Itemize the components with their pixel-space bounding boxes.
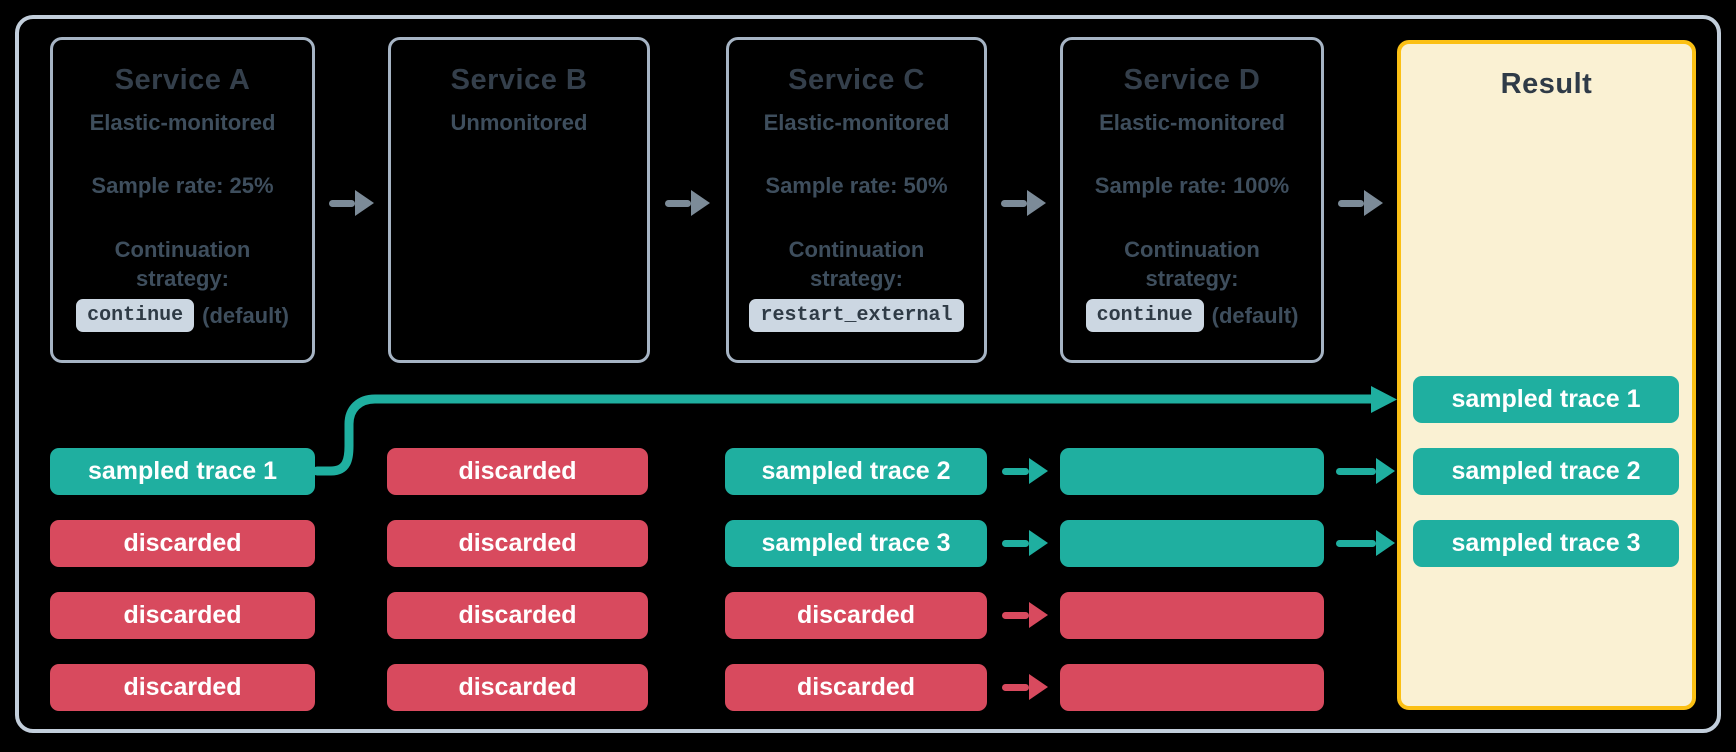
service-b-title: Service B	[450, 64, 588, 96]
result-box: Result	[1397, 40, 1696, 710]
trace-pill-a-1: sampled trace 1	[50, 448, 315, 495]
trace-pill-b-4: discarded	[387, 664, 648, 711]
service-a-chip-row: continue (default)	[76, 299, 289, 332]
trace-pill-b-2: discarded	[387, 520, 648, 567]
trace-pill-d-1	[1060, 448, 1324, 495]
trace-pill-c-1: sampled trace 2	[725, 448, 987, 495]
service-c-continuation-label: Continuation strategy:	[788, 237, 925, 291]
service-a-box: Service A Elastic-monitored Sample rate:…	[50, 37, 315, 363]
service-d-strategy-chip: continue	[1085, 299, 1204, 332]
diagram-outer-frame	[15, 15, 1721, 733]
trace-pill-b-1: discarded	[387, 448, 648, 495]
result-pill-1: sampled trace 1	[1413, 376, 1679, 423]
service-b-subtitle: Unmonitored	[450, 110, 588, 135]
flow-arrow-b-to-c-icon	[665, 190, 710, 216]
service-a-strategy-chip: continue	[76, 299, 195, 332]
sampled-arrow-d-to-result-row2-icon	[1336, 530, 1395, 556]
trace-pill-a-3: discarded	[50, 592, 315, 639]
trace-pill-d-3	[1060, 592, 1324, 639]
trace-pill-a-4: discarded	[50, 664, 315, 711]
service-c-strategy-chip: restart_external	[749, 299, 964, 332]
result-pill-3: sampled trace 3	[1413, 520, 1679, 567]
service-d-box: Service D Elastic-monitored Sample rate:…	[1060, 37, 1324, 363]
result-title: Result	[1500, 68, 1593, 100]
service-c-subtitle: Elastic-monitored	[763, 110, 950, 135]
trace-pill-c-2: sampled trace 3	[725, 520, 987, 567]
trace-pill-c-3: discarded	[725, 592, 987, 639]
service-a-title: Service A	[114, 64, 251, 96]
trace-pill-c-4: discarded	[725, 664, 987, 711]
service-c-box: Service C Elastic-monitored Sample rate:…	[726, 37, 987, 363]
service-a-continuation-label: Continuation strategy:	[114, 237, 251, 291]
service-d-continuation-label: Continuation strategy:	[1124, 237, 1260, 291]
sampled-arrow-c-to-d-row1-icon	[1002, 458, 1048, 484]
service-d-subtitle: Elastic-monitored	[1099, 110, 1285, 135]
service-c-title: Service C	[788, 64, 925, 96]
sampled-arrow-c-to-d-row2-icon	[1002, 530, 1048, 556]
flow-arrow-a-to-b-icon	[329, 190, 374, 216]
trace-pill-b-3: discarded	[387, 592, 648, 639]
trace-pill-d-4	[1060, 664, 1324, 711]
service-d-title: Service D	[1123, 64, 1261, 96]
service-a-sample-rate: Sample rate: 25%	[91, 173, 274, 198]
service-c-chip-row: restart_external	[749, 299, 964, 332]
service-d-sample-rate: Sample rate: 100%	[1094, 173, 1290, 198]
service-c-sample-rate: Sample rate: 50%	[765, 173, 948, 198]
trace-pill-d-2	[1060, 520, 1324, 567]
flow-arrow-d-to-result-icon	[1338, 190, 1383, 216]
sampled-arrow-d-to-result-row1-icon	[1336, 458, 1395, 484]
service-b-box: Service B Unmonitored	[388, 37, 650, 363]
flow-arrow-c-to-d-icon	[1001, 190, 1046, 216]
service-a-chip-suffix: (default)	[202, 302, 289, 328]
service-d-chip-row: continue (default)	[1085, 299, 1299, 332]
result-pill-2: sampled trace 2	[1413, 448, 1679, 495]
service-d-chip-suffix: (default)	[1211, 302, 1299, 328]
service-a-subtitle: Elastic-monitored	[89, 110, 276, 135]
discarded-arrow-c-to-d-row3-icon	[1002, 602, 1048, 628]
trace-pill-a-2: discarded	[50, 520, 315, 567]
discarded-arrow-c-to-d-row4-icon	[1002, 674, 1048, 700]
